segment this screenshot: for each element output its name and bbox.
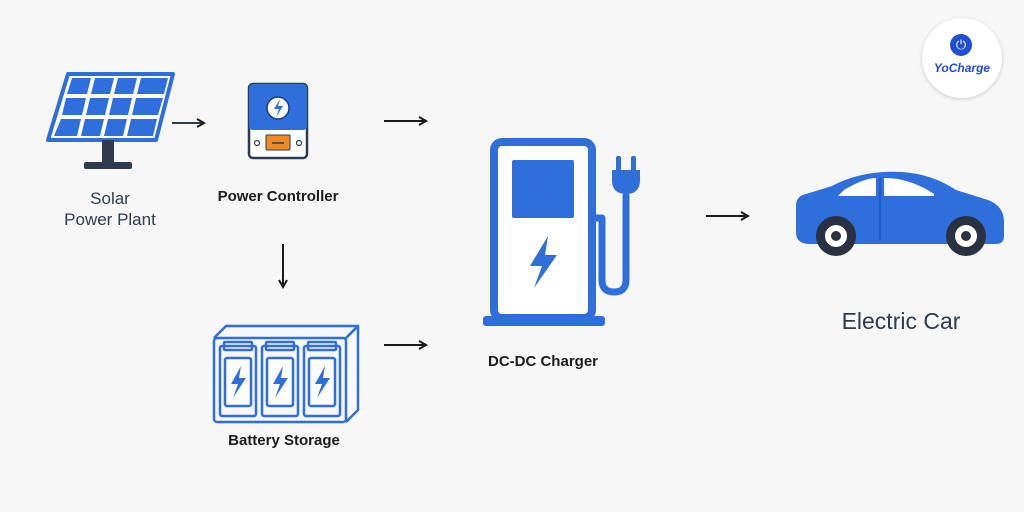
- plug-icon: ⏻: [950, 34, 972, 56]
- yocharge-logo: ⏻ YoCharge: [922, 18, 1002, 98]
- dc-charger-label: DC-DC Charger: [487, 353, 598, 370]
- power-controller-label: Power Controller: [217, 188, 339, 205]
- battery-bolt-icons: [231, 366, 330, 398]
- electric-car-label: Electric Car: [841, 308, 961, 334]
- battery-storage-icon: [212, 324, 360, 424]
- battery-storage-label: Battery Storage: [228, 432, 340, 449]
- solar-panel-icon: [46, 72, 175, 169]
- dc-charger-icon: [483, 138, 640, 326]
- electric-car-icon: [796, 171, 1004, 256]
- solar-label: Solar Power Plant: [64, 189, 156, 229]
- power-controller-icon: [247, 82, 309, 160]
- logo-text: YoCharge: [933, 61, 991, 75]
